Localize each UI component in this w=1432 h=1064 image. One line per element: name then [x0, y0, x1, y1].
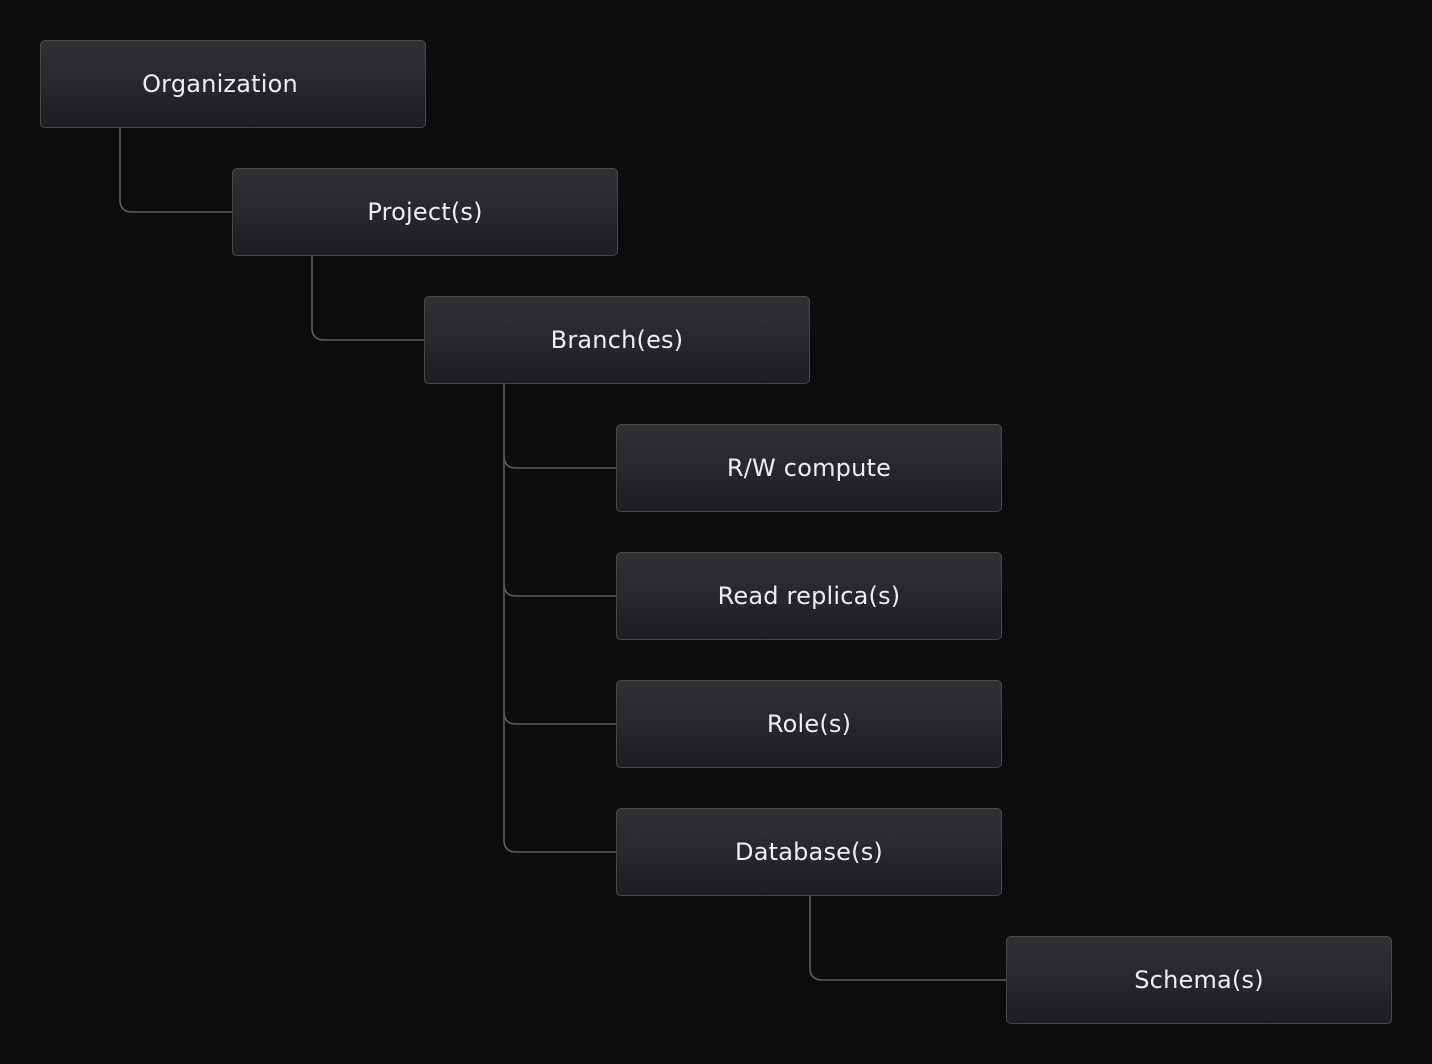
node-rw-compute: R/W compute	[616, 424, 1002, 512]
connector-databases-schemas	[809, 895, 1006, 981]
node-rw-compute-label: R/W compute	[726, 454, 892, 482]
node-projects: Project(s)	[232, 168, 618, 256]
node-schemas: Schema(s)	[1006, 936, 1392, 1024]
connector-branches-trunk	[503, 383, 616, 853]
node-databases-label: Database(s)	[735, 838, 883, 866]
node-read-replicas-label: Read replica(s)	[717, 582, 901, 610]
node-read-replicas: Read replica(s)	[616, 552, 1002, 640]
connector-branches-read-replicas	[503, 583, 616, 597]
node-roles: Role(s)	[616, 680, 1002, 768]
node-branches: Branch(es)	[424, 296, 810, 384]
connector-branches-roles	[503, 711, 616, 725]
node-databases: Database(s)	[616, 808, 1002, 896]
connector-organization-projects	[119, 127, 232, 213]
node-projects-label: Project(s)	[367, 198, 483, 226]
connector-branches-rw-compute	[503, 455, 616, 469]
node-schemas-label: Schema(s)	[1134, 966, 1264, 994]
node-roles-label: Role(s)	[766, 710, 852, 738]
node-branches-label: Branch(es)	[550, 326, 684, 354]
node-organization-label: Organization	[142, 70, 298, 98]
connector-projects-branches	[311, 255, 424, 341]
node-organization: Organization	[40, 40, 426, 128]
